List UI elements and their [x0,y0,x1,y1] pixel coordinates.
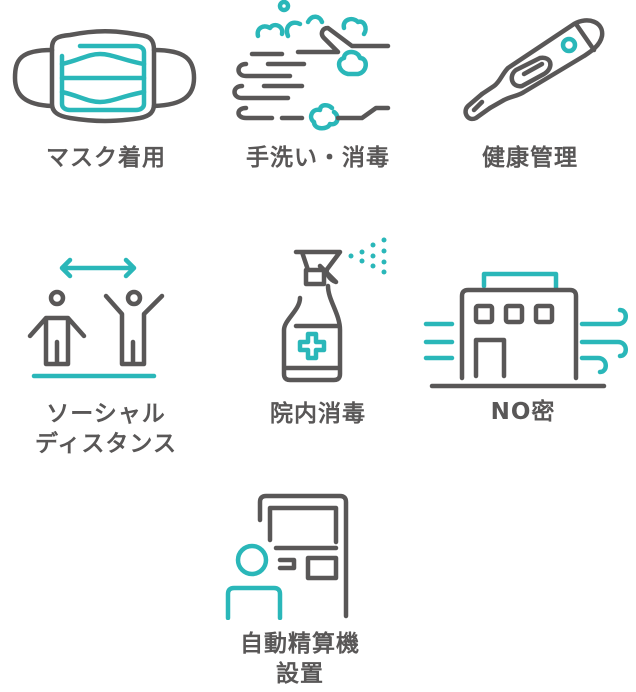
feature-hand-washing: 手洗い・消毒 [212,0,424,180]
feature-health-management: 健康管理 [424,0,636,180]
spray-bottle-icon [281,237,387,383]
feature-automatic-payment-machine: 自動精算機 設置 [210,480,390,692]
label: マスク着用 [46,145,166,171]
label-line2: 設置 [276,661,324,687]
label: 健康管理 [482,145,578,171]
thermometer-icon [463,18,605,122]
label-line2: ディスタンス [35,431,177,457]
label-line1: 自動精算機 [240,631,360,657]
label: 院内消毒 [270,401,366,427]
feature-social-distance: ソーシャル ディスタンス [0,230,212,460]
label-line1: ソーシャル [46,401,166,427]
feature-mask: マスク着用 [0,0,212,180]
label: NO密 [490,399,556,425]
ventilated-building-icon [423,271,628,389]
feature-in-clinic-disinfection: 院内消毒 [212,230,424,440]
social-distance-icon [27,257,165,379]
mask-icon [12,29,197,124]
kiosk-icon [225,493,349,620]
feature-no-crowding: NO密 [410,250,636,440]
hand-washing-icon [232,0,391,131]
label: 手洗い・消毒 [246,145,390,171]
